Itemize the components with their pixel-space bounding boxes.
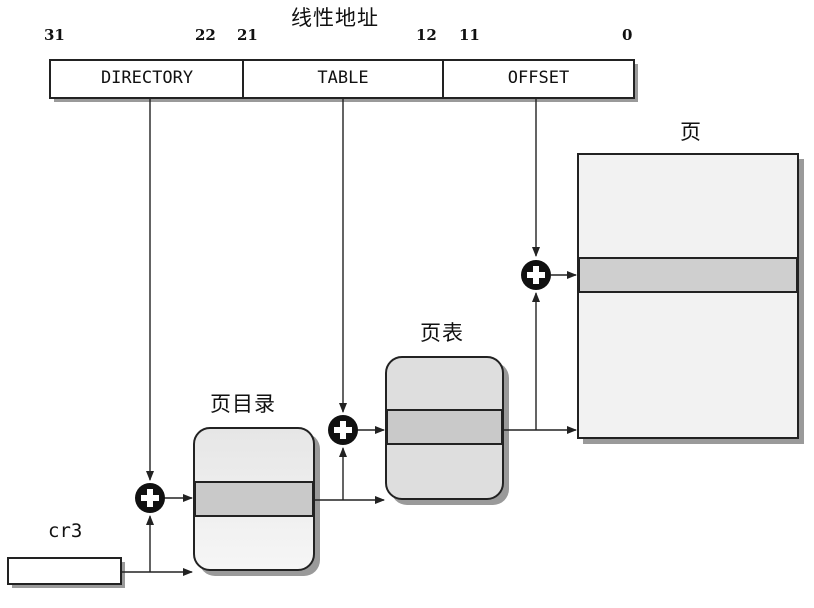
adder-1-icon	[135, 483, 165, 513]
bit-31-label: 31	[44, 26, 65, 44]
cr3-label: cr3	[48, 520, 83, 542]
offset-field: OFFSET	[507, 68, 570, 88]
bit-22-label: 22	[195, 26, 216, 44]
adder-2-icon	[328, 415, 358, 445]
connector-lines	[121, 99, 577, 576]
bit-11-label: 11	[459, 26, 480, 44]
page-directory-label: 页目录	[210, 392, 276, 416]
page-label: 页	[680, 120, 702, 144]
page-directory-box	[193, 427, 320, 576]
page-table-box	[385, 356, 509, 505]
bit-21-label: 21	[237, 26, 258, 44]
linear-address-title: 线性地址	[291, 6, 379, 30]
linear-address-bar	[49, 59, 638, 102]
bit-0-label: 0	[622, 26, 633, 44]
bit-12-label: 12	[416, 26, 437, 44]
page-table-label: 页表	[420, 321, 464, 345]
directory-field: DIRECTORY	[100, 68, 194, 88]
adder-3-icon	[521, 260, 551, 290]
table-field: TABLE	[317, 68, 369, 88]
page-box	[577, 153, 804, 444]
cr3-register	[7, 557, 125, 588]
